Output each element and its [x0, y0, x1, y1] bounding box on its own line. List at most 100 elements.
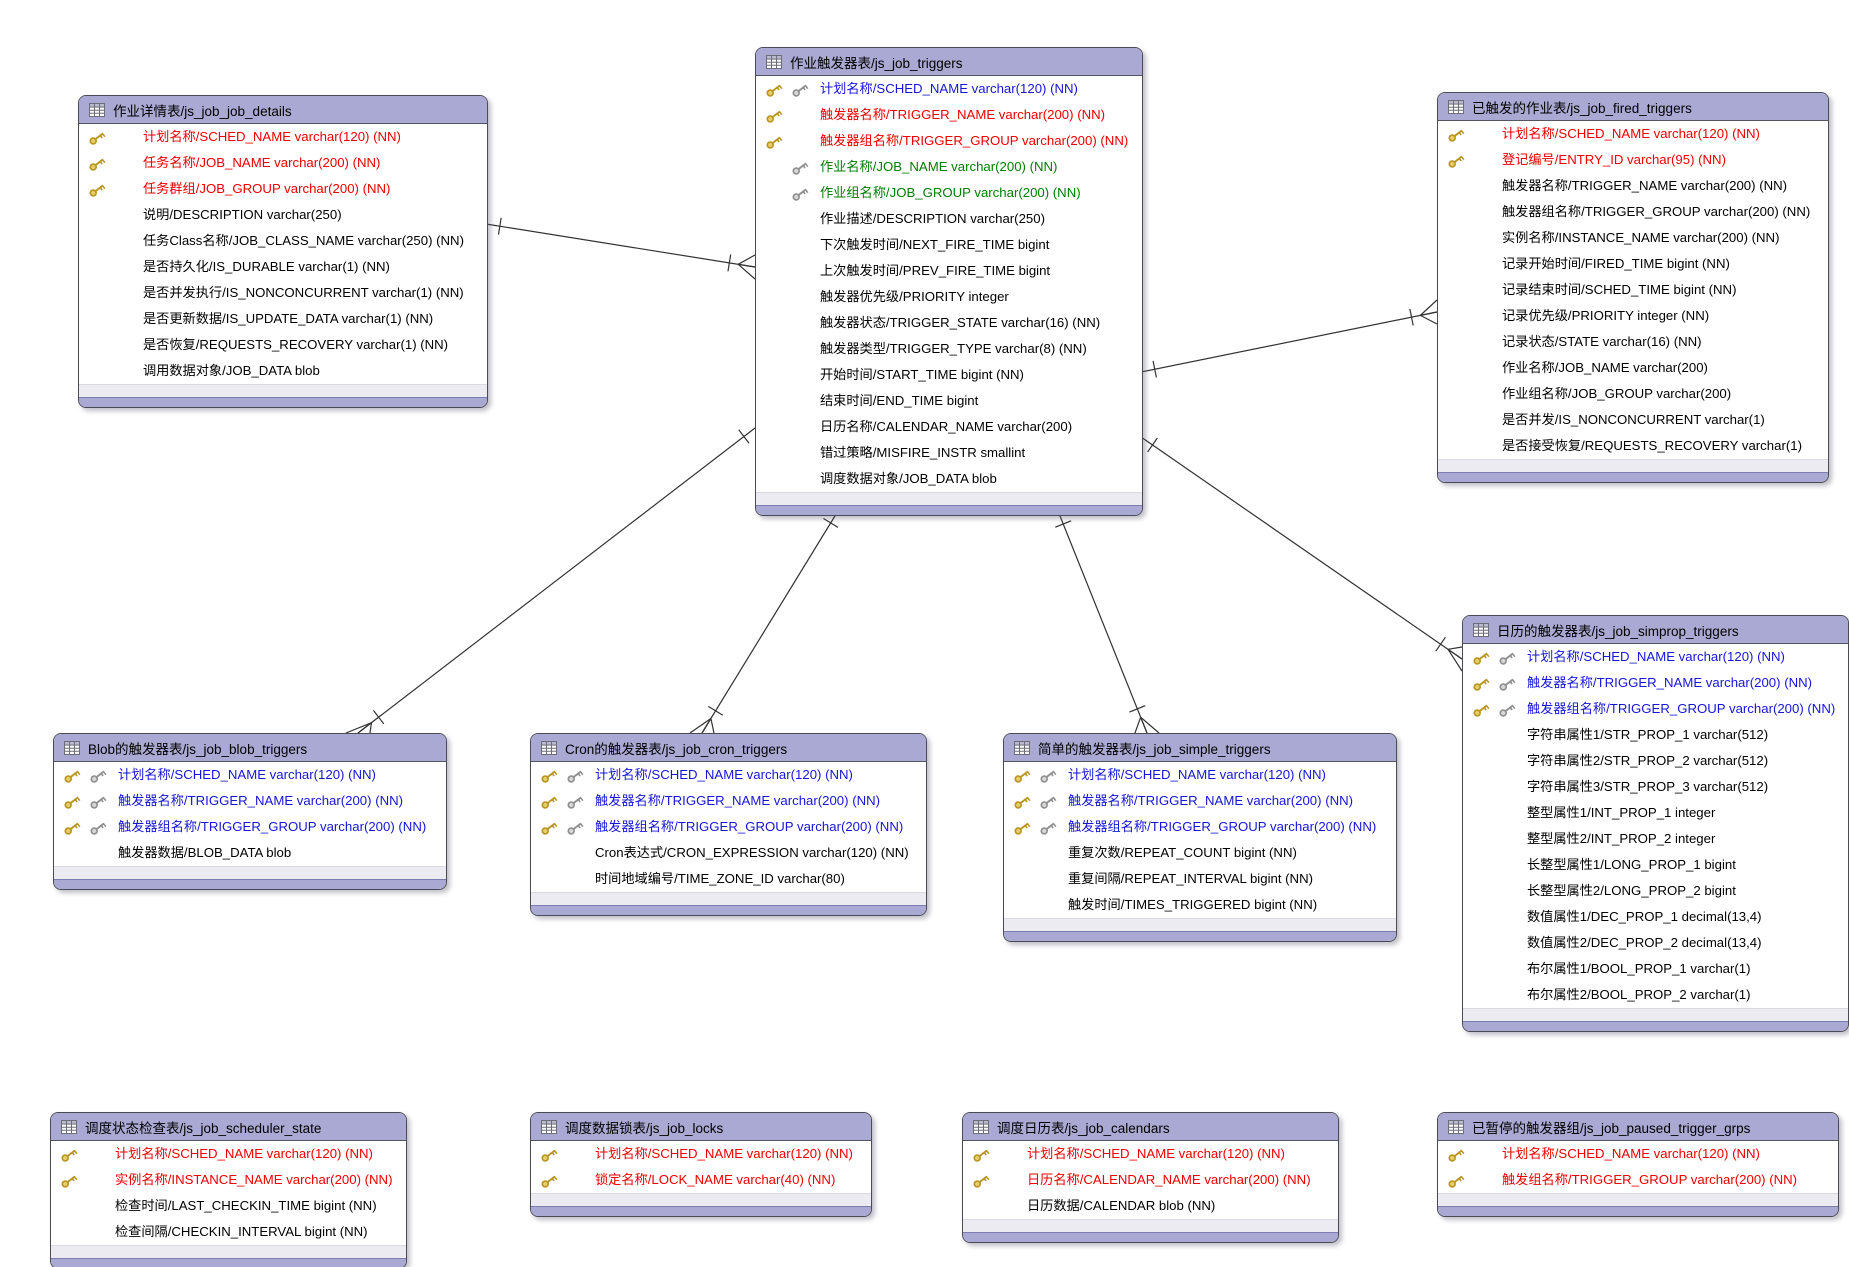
table-header[interactable]: 已触发的作业表/js_job_fired_triggers [1438, 93, 1828, 121]
table-column-row[interactable]: 触发组名称/TRIGGER_GROUP varchar(200) (NN) [1438, 1167, 1838, 1193]
table-column-row[interactable]: 触发器组名称/TRIGGER_GROUP varchar(200) (NN) [1004, 814, 1396, 840]
table-header[interactable]: Blob的触发器表/js_job_blob_triggers [54, 734, 446, 762]
table-column-row[interactable]: 作业描述/DESCRIPTION varchar(250) [756, 206, 1142, 232]
table-column-row[interactable]: 作业名称/JOB_NAME varchar(200) (NN) [756, 154, 1142, 180]
table-column-row[interactable]: 是否恢复/REQUESTS_RECOVERY varchar(1) (NN) [79, 332, 487, 358]
table-column-row[interactable]: 整型属性2/INT_PROP_2 integer [1463, 826, 1848, 852]
relationship-js-job-triggers-to-js-job-cron-triggers[interactable] [689, 510, 839, 734]
table-column-row[interactable]: 说明/DESCRIPTION varchar(250) [79, 202, 487, 228]
table-column-row[interactable]: 计划名称/SCHED_NAME varchar(120) (NN) [1438, 1141, 1838, 1167]
table-column-row[interactable]: 是否更新数据/IS_UPDATE_DATA varchar(1) (NN) [79, 306, 487, 332]
table-column-row[interactable]: 调用数据对象/JOB_DATA blob [79, 358, 487, 384]
table-column-row[interactable]: 触发器优先级/PRIORITY integer [756, 284, 1142, 310]
table-column-row[interactable]: 日历名称/CALENDAR_NAME varchar(200) (NN) [963, 1167, 1338, 1193]
table-column-row[interactable]: 计划名称/SCHED_NAME varchar(120) (NN) [531, 762, 926, 788]
relationship-js-job-triggers-to-js-job-simprop-triggers[interactable] [1140, 436, 1463, 672]
table-column-row[interactable]: 整型属性1/INT_PROP_1 integer [1463, 800, 1848, 826]
relationship-js-job-job-details-to-js-job-triggers[interactable] [485, 217, 756, 280]
table-column-row[interactable]: 触发时间/TIMES_TRIGGERED bigint (NN) [1004, 892, 1396, 918]
table-column-row[interactable]: 错过策略/MISFIRE_INSTR smallint [756, 440, 1142, 466]
table-column-row[interactable]: 下次触发时间/NEXT_FIRE_TIME bigint [756, 232, 1142, 258]
table-column-row[interactable]: 日历名称/CALENDAR_NAME varchar(200) [756, 414, 1142, 440]
table-column-row[interactable]: 数值属性1/DEC_PROP_1 decimal(13,4) [1463, 904, 1848, 930]
table-column-row[interactable]: 作业组名称/JOB_GROUP varchar(200) (NN) [756, 180, 1142, 206]
table-column-row[interactable]: 布尔属性1/BOOL_PROP_1 varchar(1) [1463, 956, 1848, 982]
table-column-row[interactable]: 触发器组名称/TRIGGER_GROUP varchar(200) (NN) [1463, 696, 1848, 722]
table-column-row[interactable]: 检查间隔/CHECKIN_INTERVAL bigint (NN) [51, 1219, 406, 1245]
table-column-row[interactable]: 触发器状态/TRIGGER_STATE varchar(16) (NN) [756, 310, 1142, 336]
table-column-row[interactable]: 实例名称/INSTANCE_NAME varchar(200) (NN) [1438, 225, 1828, 251]
table-header[interactable]: 调度状态检查表/js_job_scheduler_state [51, 1113, 406, 1141]
table-column-row[interactable]: 是否并发执行/IS_NONCONCURRENT varchar(1) (NN) [79, 280, 487, 306]
table-header[interactable]: 作业详情表/js_job_job_details [79, 96, 487, 124]
table-column-row[interactable]: 触发器组名称/TRIGGER_GROUP varchar(200) (NN) [756, 128, 1142, 154]
table-column-row[interactable]: 计划名称/SCHED_NAME varchar(120) (NN) [531, 1141, 871, 1167]
table-column-row[interactable]: 是否并发/IS_NONCONCURRENT varchar(1) [1438, 407, 1828, 433]
table-column-row[interactable]: 字符串属性3/STR_PROP_3 varchar(512) [1463, 774, 1848, 800]
relationship-js-job-triggers-to-js-job-blob-triggers[interactable] [345, 427, 756, 734]
table-column-row[interactable]: 锁定名称/LOCK_NAME varchar(40) (NN) [531, 1167, 871, 1193]
relationship-js-job-triggers-to-js-job-fired-triggers[interactable] [1140, 299, 1438, 378]
table-column-row[interactable]: Cron表达式/CRON_EXPRESSION varchar(120) (NN… [531, 840, 926, 866]
table-column-row[interactable]: 计划名称/SCHED_NAME varchar(120) (NN) [1004, 762, 1396, 788]
table-column-row[interactable]: 调度数据对象/JOB_DATA blob [756, 466, 1142, 492]
table-column-row[interactable]: 上次触发时间/PREV_FIRE_TIME bigint [756, 258, 1142, 284]
table-header[interactable]: 已暂停的触发器组/js_job_paused_trigger_grps [1438, 1113, 1838, 1141]
table-column-row[interactable]: 实例名称/INSTANCE_NAME varchar(200) (NN) [51, 1167, 406, 1193]
table-column-row[interactable]: 重复次数/REPEAT_COUNT bigint (NN) [1004, 840, 1396, 866]
table-header[interactable]: Cron的触发器表/js_job_cron_triggers [531, 734, 926, 762]
table-column-row[interactable]: 计划名称/SCHED_NAME varchar(120) (NN) [79, 124, 487, 150]
table-column-row[interactable]: 触发器类型/TRIGGER_TYPE varchar(8) (NN) [756, 336, 1142, 362]
table-column-row[interactable]: 计划名称/SCHED_NAME varchar(120) (NN) [963, 1141, 1338, 1167]
table-column-row[interactable]: 作业组名称/JOB_GROUP varchar(200) [1438, 381, 1828, 407]
table-column-row[interactable]: 记录状态/STATE varchar(16) (NN) [1438, 329, 1828, 355]
table-column-row[interactable]: 数值属性2/DEC_PROP_2 decimal(13,4) [1463, 930, 1848, 956]
table-column-row[interactable]: 触发器组名称/TRIGGER_GROUP varchar(200) (NN) [531, 814, 926, 840]
table-column-row[interactable]: 长整型属性1/LONG_PROP_1 bigint [1463, 852, 1848, 878]
table-column-row[interactable]: 计划名称/SCHED_NAME varchar(120) (NN) [1438, 121, 1828, 147]
table-column-row[interactable]: 是否持久化/IS_DURABLE varchar(1) (NN) [79, 254, 487, 280]
table-column-row[interactable]: 计划名称/SCHED_NAME varchar(120) (NN) [54, 762, 446, 788]
table-header[interactable]: 日历的触发器表/js_job_simprop_triggers [1463, 616, 1848, 644]
table-column-row[interactable]: 触发器名称/TRIGGER_NAME varchar(200) (NN) [1463, 670, 1848, 696]
table-column-row[interactable]: 触发器数据/BLOB_DATA blob [54, 840, 446, 866]
table-column-row[interactable]: 日历数据/CALENDAR blob (NN) [963, 1193, 1338, 1219]
table-column-row[interactable]: 时间地域编号/TIME_ZONE_ID varchar(80) [531, 866, 926, 892]
table-column-row[interactable]: 任务Class名称/JOB_CLASS_NAME varchar(250) (N… [79, 228, 487, 254]
table-column-row[interactable]: 触发器组名称/TRIGGER_GROUP varchar(200) (NN) [1438, 199, 1828, 225]
table-column-row[interactable]: 登记编号/ENTRY_ID varchar(95) (NN) [1438, 147, 1828, 173]
table-column-row[interactable]: 检查时间/LAST_CHECKIN_TIME bigint (NN) [51, 1193, 406, 1219]
relationship-js-job-triggers-to-js-job-simple-triggers[interactable] [1055, 510, 1160, 734]
table-header[interactable]: 作业触发器表/js_job_triggers [756, 48, 1142, 76]
table-column-row[interactable]: 长整型属性2/LONG_PROP_2 bigint [1463, 878, 1848, 904]
table-column-row[interactable]: 重复间隔/REPEAT_INTERVAL bigint (NN) [1004, 866, 1396, 892]
table-column-row[interactable]: 计划名称/SCHED_NAME varchar(120) (NN) [51, 1141, 406, 1167]
table-column-row[interactable]: 触发器组名称/TRIGGER_GROUP varchar(200) (NN) [54, 814, 446, 840]
table-column-row[interactable]: 任务群组/JOB_GROUP varchar(200) (NN) [79, 176, 487, 202]
table-header[interactable]: 调度日历表/js_job_calendars [963, 1113, 1338, 1141]
table-column-row[interactable]: 记录结束时间/SCHED_TIME bigint (NN) [1438, 277, 1828, 303]
table-column-row[interactable]: 字符串属性1/STR_PROP_1 varchar(512) [1463, 722, 1848, 748]
table-column-row[interactable]: 触发器名称/TRIGGER_NAME varchar(200) (NN) [54, 788, 446, 814]
table-column-row[interactable]: 触发器名称/TRIGGER_NAME varchar(200) (NN) [1438, 173, 1828, 199]
table-column-row[interactable]: 作业名称/JOB_NAME varchar(200) [1438, 355, 1828, 381]
table-column-row[interactable]: 记录开始时间/FIRED_TIME bigint (NN) [1438, 251, 1828, 277]
table-header[interactable]: 调度数据锁表/js_job_locks [531, 1113, 871, 1141]
table-column-row[interactable]: 结束时间/END_TIME bigint [756, 388, 1142, 414]
table-column-row[interactable]: 计划名称/SCHED_NAME varchar(120) (NN) [756, 76, 1142, 102]
table-column-row[interactable]: 字符串属性2/STR_PROP_2 varchar(512) [1463, 748, 1848, 774]
table-column-row[interactable]: 开始时间/START_TIME bigint (NN) [756, 362, 1142, 388]
table-column-row[interactable]: 触发器名称/TRIGGER_NAME varchar(200) (NN) [531, 788, 926, 814]
table-column-row[interactable]: 触发器名称/TRIGGER_NAME varchar(200) (NN) [1004, 788, 1396, 814]
